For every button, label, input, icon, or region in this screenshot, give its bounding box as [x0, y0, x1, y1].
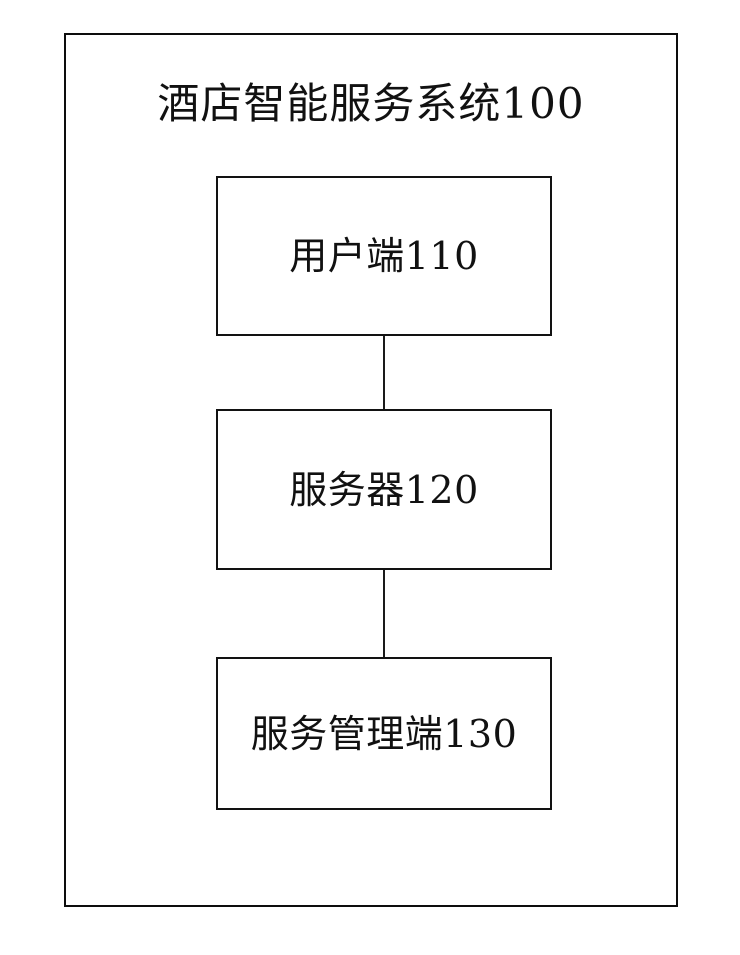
node-service-management: 服务管理端130: [216, 657, 552, 810]
node-server: 服务器120: [216, 409, 552, 570]
system-boundary-box: 酒店智能服务系统100 用户端110 服务器120 服务管理端130: [64, 33, 678, 907]
node-client-label: 用户端110: [289, 234, 479, 278]
system-title: 酒店智能服务系统100: [157, 79, 585, 128]
connector-client-to-server: [383, 336, 385, 409]
node-client: 用户端110: [216, 176, 552, 336]
connector-server-to-management: [383, 570, 385, 657]
node-service-management-label: 服务管理端130: [250, 711, 518, 756]
node-server-label: 服务器120: [289, 467, 479, 512]
